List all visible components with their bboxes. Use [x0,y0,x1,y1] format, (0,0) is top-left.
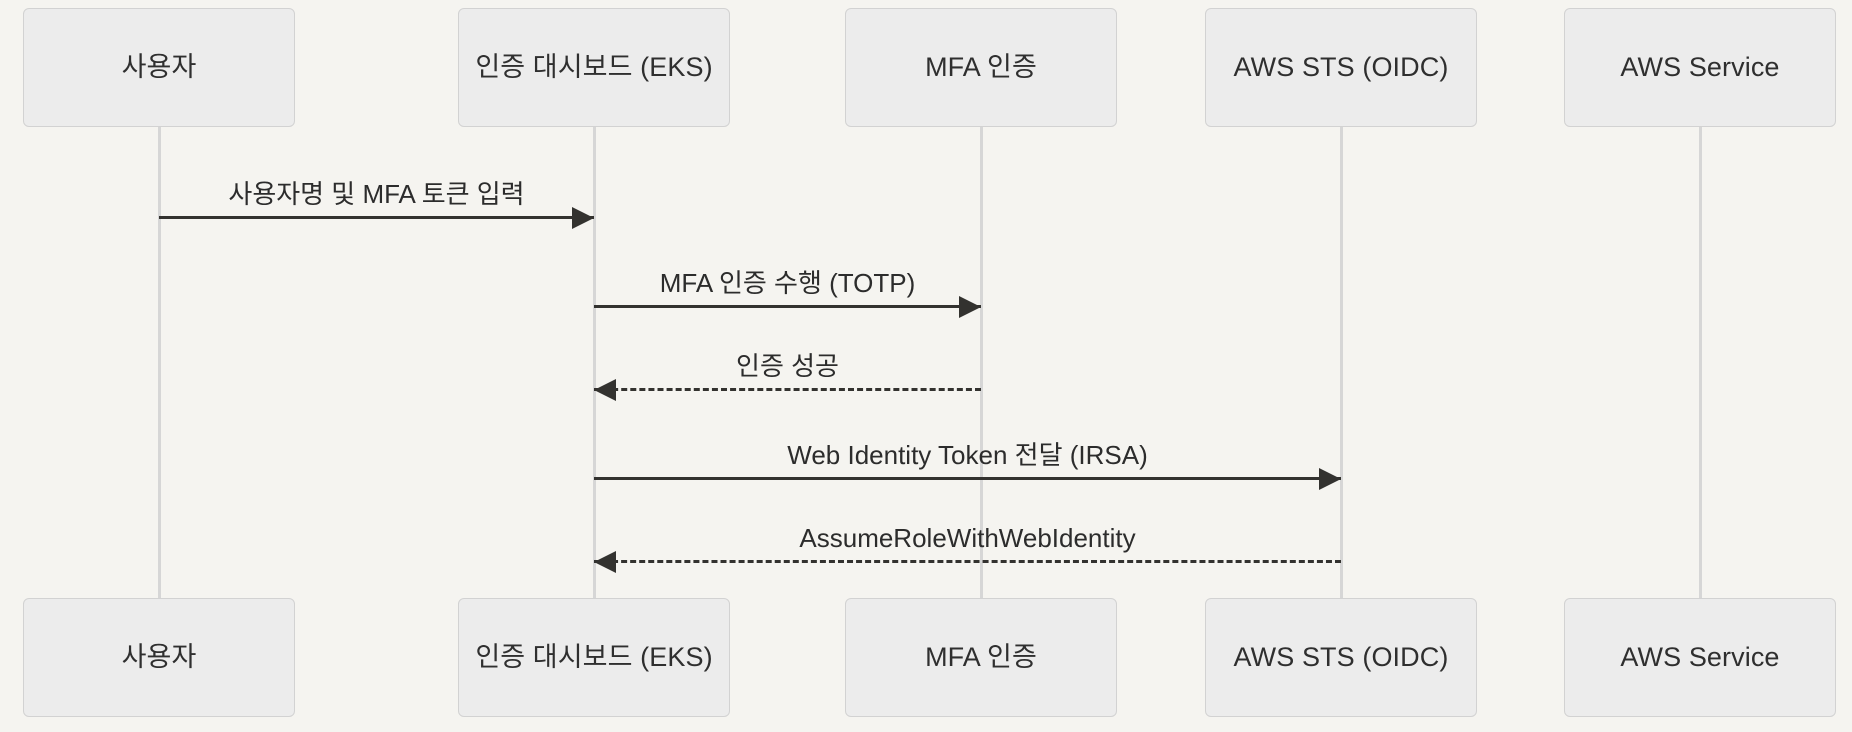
message-label-4: Web Identity Token 전달 (IRSA) [787,440,1148,470]
participant-top-sts[interactable]: AWS STS (OIDC) [1205,8,1477,127]
participant-label-user: 사용자 [121,52,197,83]
participant-label-user: 사용자 [121,642,197,673]
participant-label-mfa: MFA 인증 [925,642,1037,673]
arrowhead-left-icon-3 [594,379,616,401]
participant-top-service[interactable]: AWS Service [1564,8,1836,127]
arrowhead-right-icon-1 [572,207,594,229]
participant-label-sts: AWS STS (OIDC) [1233,52,1449,83]
message-label-5: AssumeRoleWithWebIdentity [799,523,1136,553]
participant-top-dashboard[interactable]: 인증 대시보드 (EKS) [458,8,730,127]
arrowhead-left-icon-5 [594,551,616,573]
participant-top-mfa[interactable]: MFA 인증 [845,8,1117,127]
participant-bottom-user[interactable]: 사용자 [23,598,295,717]
arrowhead-right-icon-2 [959,296,981,318]
message-line-3 [594,388,981,391]
message-label-2: MFA 인증 수행 (TOTP) [659,268,916,298]
message-label-3: 인증 성공 [736,351,839,381]
lifeline-service [1699,127,1702,598]
participant-bottom-mfa[interactable]: MFA 인증 [845,598,1117,717]
lifeline-dashboard [593,127,596,598]
participant-label-dashboard: 인증 대시보드 (EKS) [475,642,713,673]
participant-label-dashboard: 인증 대시보드 (EKS) [475,52,713,83]
message-line-5 [594,560,1341,563]
message-line-4 [594,477,1341,480]
participant-top-user[interactable]: 사용자 [23,8,295,127]
participant-label-mfa: MFA 인증 [925,52,1037,83]
message-line-2 [594,305,981,308]
participant-bottom-sts[interactable]: AWS STS (OIDC) [1205,598,1477,717]
arrowhead-right-icon-4 [1319,468,1341,490]
participant-bottom-service[interactable]: AWS Service [1564,598,1836,717]
participant-label-sts: AWS STS (OIDC) [1233,642,1449,673]
lifeline-mfa [980,127,983,598]
lifeline-user [158,127,161,598]
lifeline-sts [1340,127,1343,598]
participant-label-service: AWS Service [1620,642,1780,673]
message-line-1 [159,216,594,219]
participant-bottom-dashboard[interactable]: 인증 대시보드 (EKS) [458,598,730,717]
message-label-1: 사용자명 및 MFA 토큰 입력 [228,179,525,209]
participant-label-service: AWS Service [1620,52,1780,83]
